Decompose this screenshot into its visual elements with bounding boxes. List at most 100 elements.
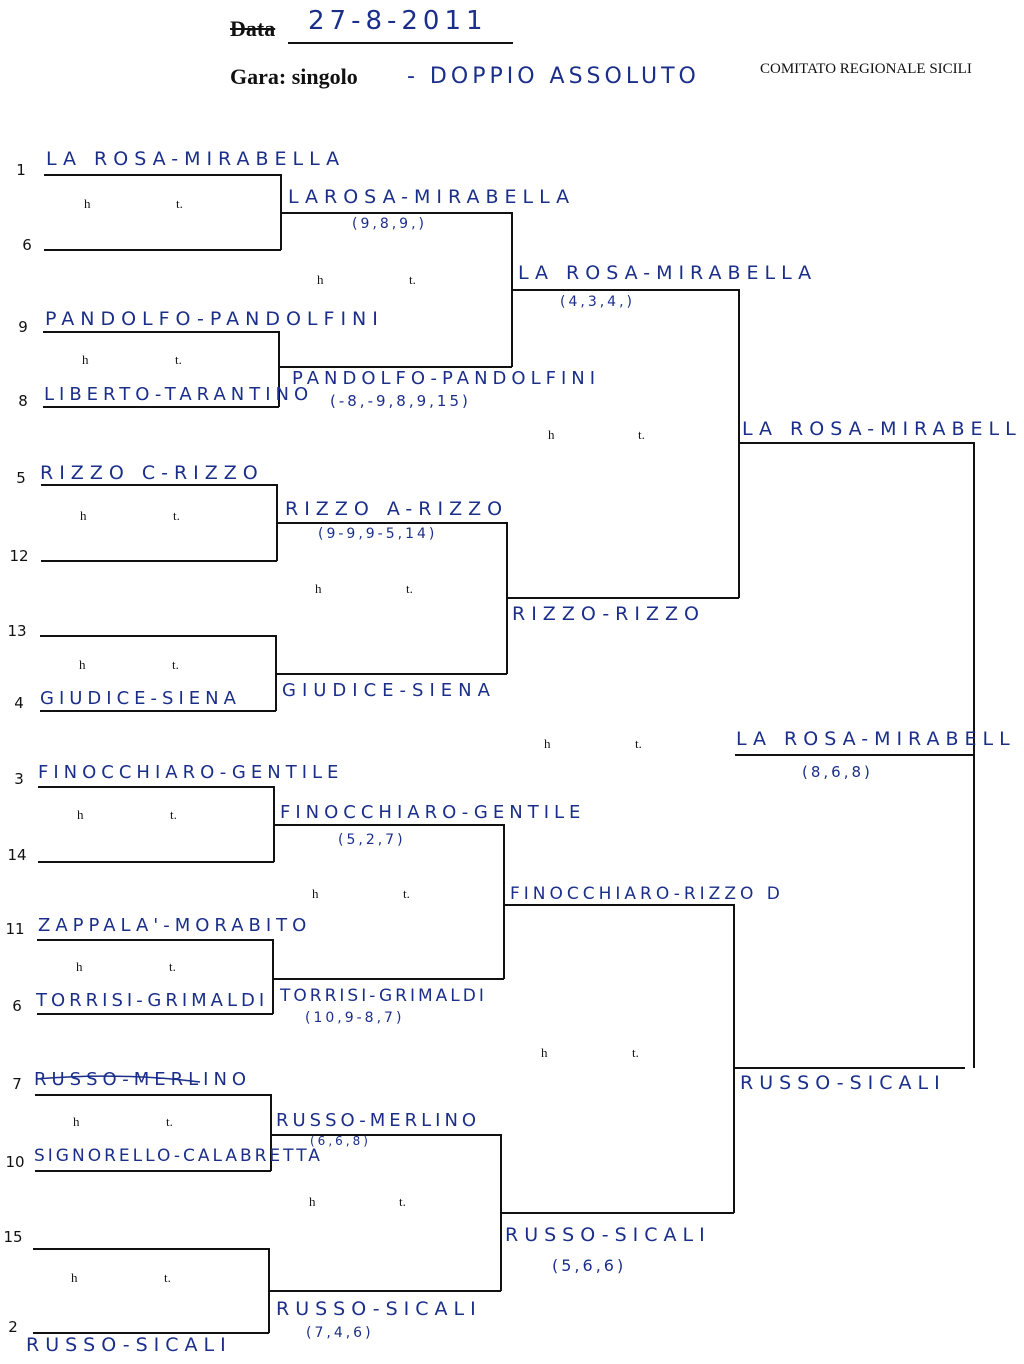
final-line [735,754,973,756]
r1-line [33,1248,269,1250]
winner-name: RIZZO A-RIZZO [285,498,509,520]
home-mark: h [73,1114,80,1129]
home-mark: h [71,1270,78,1285]
match-score: (7,4,6) [306,1325,374,1341]
seed-number: 9 [18,318,28,336]
entrant-name: LA ROSA-MIRABELLA [46,148,346,170]
r1-line [43,331,279,333]
winner-name: RUSSO-SICALI [276,1298,482,1320]
table-mark: t. [173,508,180,523]
r1-connector [270,1094,272,1171]
date-underline [288,42,513,44]
entrant-name: TORRISI-GRIMALDI [36,990,269,1011]
r3-line [511,289,739,291]
table-mark: t. [166,1114,173,1129]
home-mark: h [80,508,87,523]
r1-line [43,406,279,408]
r2-line [278,366,512,368]
winner-name: RUSSO-SICALI [505,1224,711,1246]
date-value: 27-8-2011 [308,6,488,36]
finalist-name: RUSSO-SICALI [740,1072,946,1094]
seed-number: 1 [16,161,26,179]
r2-line [280,212,512,214]
r3-connector [733,904,735,1213]
seed-number: 14 [7,846,27,864]
r1-connector [272,939,274,1014]
seed-number: 13 [7,622,27,640]
home-mark: h [312,886,319,901]
seed-number: 12 [9,547,29,565]
winner-name: FINOCCHIARO-RIZZO D [510,884,784,904]
home-mark: h [82,352,89,367]
table-mark: t. [399,1194,406,1209]
match-score: (5,6,6) [552,1256,627,1275]
winner-name: RUSSO-MERLINO [276,1110,481,1131]
winner-name: TORRISI-GRIMALDI [280,986,487,1006]
table-mark: t. [172,657,179,672]
gara-label: Gara: singolo [230,64,358,89]
r4-line [738,442,974,444]
finalist-name: LA ROSA-MIRABELLA [742,418,1016,440]
home-mark: h [77,807,84,822]
r2-connector [503,824,505,979]
seed-number: 2 [8,1318,18,1336]
home-mark: h [315,581,322,596]
r2-line [276,522,507,524]
entrant-name: RUSSO-MERLINO [34,1069,252,1090]
r1-line [38,861,274,863]
r4-connector [973,442,975,1068]
seed-number: 10 [5,1153,25,1171]
match-score: (4,3,4,) [560,294,635,310]
r4-line [733,1067,965,1069]
table-mark: t. [176,196,183,211]
gara-type: - DOPPIO ASSOLUTO [407,64,700,89]
r1-line [37,939,273,941]
r2-line [270,1134,501,1136]
r1-line [40,710,276,712]
table-mark: t. [175,352,182,367]
table-mark: t. [409,272,416,287]
home-mark: h [548,427,555,442]
r1-line [33,1332,269,1334]
home-mark: h [79,657,86,672]
table-mark: t. [164,1270,171,1285]
r1-line [35,1170,271,1172]
champion-name: LA ROSA-MIRABELLA [736,728,1016,750]
home-mark: h [76,959,83,974]
match-score: (6,6,8) [310,1134,371,1148]
seed-number: 5 [16,469,26,487]
entrant-name: SIGNORELLO-CALABRETTA [34,1146,323,1166]
r1-connector [278,331,280,407]
seed-number: 3 [14,770,24,788]
seed-number: 6 [22,236,32,254]
winner-name: RIZZO-RIZZO [512,603,705,625]
seed-number: 11 [5,920,25,938]
table-mark: t. [406,581,413,596]
match-score: (10,9-8,7) [305,1010,405,1026]
winner-name: FINOCCHIARO-GENTILE [280,802,586,823]
r1-line [38,786,274,788]
r2-line [275,673,507,675]
home-mark: h [544,736,551,751]
r2-line [268,1290,501,1292]
table-mark: t. [170,807,177,822]
home-mark: h [84,196,91,211]
r3-connector [738,289,740,598]
match-score: (9-9,9-5,14) [318,526,438,542]
table-mark: t. [635,736,642,751]
winner-name: PANDOLFO-PANDOLFINI [292,368,601,389]
r1-line [41,560,277,562]
table-mark: t. [169,959,176,974]
home-mark: h [309,1194,316,1209]
final-score: (8,6,8) [802,763,873,781]
entrant-name: GIUDICE-SIENA [40,688,241,709]
seed-number: 7 [12,1075,22,1093]
match-score: (9,8,9,) [352,216,427,232]
r1-line [37,1013,273,1015]
r1-line [35,1094,271,1096]
winner-name: LA ROSA-MIRABELLA [518,262,818,284]
winner-name: GIUDICE-SIENA [282,680,496,701]
entrant-name: FINOCCHIARO-GENTILE [38,762,344,783]
match-score: (-8,-9,8,9,15) [330,392,471,410]
